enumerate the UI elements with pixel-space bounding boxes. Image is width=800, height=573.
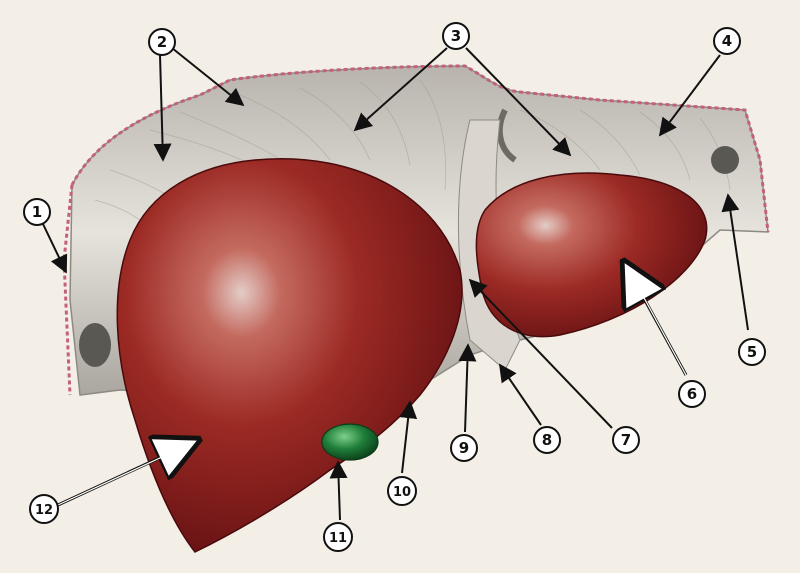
callout-6-label: 6 <box>687 385 697 403</box>
callout-7: 7 <box>613 427 639 453</box>
callout-8-label: 8 <box>542 431 552 449</box>
callout-12: 12 <box>30 495 58 523</box>
callout-1: 1 <box>24 199 50 225</box>
callout-5: 5 <box>739 339 765 365</box>
left-lobe <box>476 173 706 336</box>
callout-8: 8 <box>534 427 560 453</box>
callout-4-label: 4 <box>722 32 732 50</box>
membrane-opening-left <box>79 323 111 367</box>
callout-10-label: 10 <box>393 485 411 500</box>
leader-line-1 <box>43 224 66 272</box>
callout-3-label: 3 <box>451 27 461 45</box>
membrane-opening-right <box>711 146 739 174</box>
callout-9: 9 <box>451 435 477 461</box>
callout-12-label: 12 <box>35 503 53 518</box>
callout-4: 4 <box>714 28 740 54</box>
callout-9-label: 9 <box>459 439 469 457</box>
callout-5-label: 5 <box>747 343 757 361</box>
callout-3: 3 <box>443 23 469 49</box>
callout-2: 2 <box>149 29 175 55</box>
leader-line-11 <box>338 462 340 520</box>
callout-11-label: 11 <box>329 531 347 546</box>
callout-7-label: 7 <box>621 431 631 449</box>
gallbladder <box>322 424 378 460</box>
callout-6: 6 <box>679 381 705 407</box>
callout-10: 10 <box>388 477 416 505</box>
callout-1-label: 1 <box>32 203 42 221</box>
callout-2-label: 2 <box>157 33 167 51</box>
leader-line-8 <box>500 365 541 425</box>
callout-11: 11 <box>324 523 352 551</box>
